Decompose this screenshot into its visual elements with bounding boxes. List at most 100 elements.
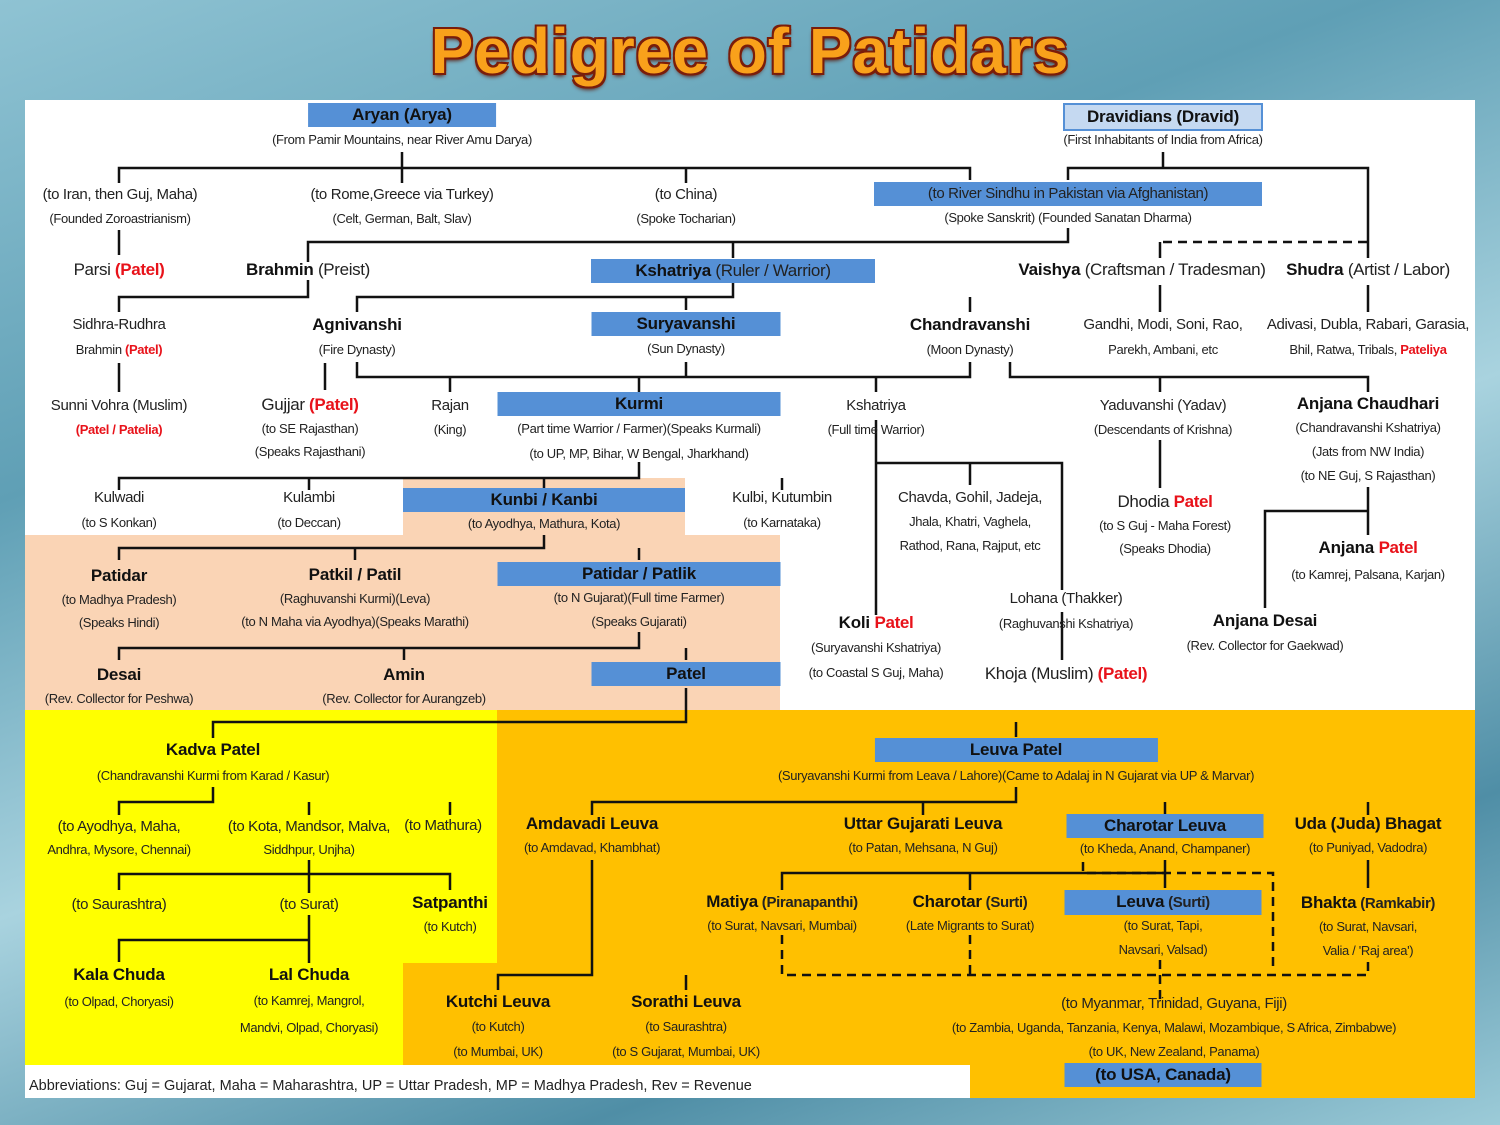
node-detail: (to Saurashtra) [612,1014,760,1039]
node-kulwadi: Kulwadi(to S Konkan) [82,486,157,536]
node-satpanthi: Satpanthi(to Kutch) [412,891,488,939]
node-text: (to Madhya Pradesh) [61,592,177,607]
node-detail: Jhala, Khatri, Vaghela, [898,510,1042,534]
node-detail: (to Kutch) [412,915,488,939]
node-detail: Valia / 'Raj area') [1301,939,1435,963]
node-title: Anjana Desai [1187,609,1344,633]
node-detail: (Part time Warrior / Farmer)(Speaks Kurm… [498,416,781,441]
node-detail: Brahmin (Patel) [72,337,165,362]
node-detail: (to Kamrej, Mangrol, [240,987,378,1014]
node-title: Shudra (Artist / Labor) [1286,258,1450,282]
node-text: Navsari, Valsad) [1118,942,1208,957]
node-text: (Chandravanshi Kurmi from Karad / Kasur) [96,768,330,783]
node-usa-canada: (to USA, Canada) [1064,1063,1262,1087]
node-patidar: Patidar(to Madhya Pradesh)(Speaks Hindi) [62,564,177,634]
node-kutchi-leuva: Kutchi Leuva (to Kutch) (to Mumbai, UK) [445,990,551,1064]
patel-label: (Patel) [1097,664,1148,683]
node-detail: (to Kutch) [446,1014,550,1039]
node-text: Dhodia [1117,492,1174,511]
node-text: Anjana Desai [1212,611,1318,630]
node-detail: (Full time Warrior) [828,418,925,442]
node-title: Adivasi, Dubla, Rabari, Garasia, [1267,313,1470,337]
node-title: Dravidians (Dravid) [1063,103,1263,131]
node-iran: (to Iran, then Guj, Maha)(Founded Zoroas… [43,183,198,230]
node-suryavanshi: Suryavanshi(Sun Dynasty) [591,312,781,362]
node-text: (Surti) [981,894,1028,911]
node-text: (to Zambia, Uganda, Tanzania, Kenya, Mal… [951,1020,1397,1035]
page-title: Pedigree of Patidars [430,15,1070,87]
node-title: Kulwadi [82,486,157,510]
node-gujjar: Gujjar (Patel)(to SE Rajasthan)(Speaks R… [255,393,366,463]
node-detail: (Late Migrants to Surat) [905,914,1035,938]
node-title: Brahmin (Preist) [246,258,370,282]
node-dhodia: Dhodia Patel(to S Guj - Maha Forest)(Spe… [1099,490,1231,560]
node-text: Parsi [73,260,115,279]
node-title: Charotar Leuva [1066,814,1264,838]
node-detail: (Founded Zoroastrianism) [43,207,198,230]
node-text: Amdavadi Leuva [525,814,659,833]
node-text: (Rev. Collector for Peshwa) [44,691,194,706]
node-text: (Spoke Tocharian) [636,211,736,226]
node-text: (to Mumbai, UK) [453,1044,543,1059]
node-detail: (From Pamir Mountains, near River Amu Da… [272,127,532,153]
node-title: Kurmi [497,392,781,416]
node-title: (to Mathura) [404,814,482,838]
node-text: Rathod, Rana, Rajput, etc [899,538,1041,553]
node-detail: (to UP, MP, Bihar, W Bengal, Jharkhand) [498,441,781,466]
leuva-region-left [403,963,497,1065]
node-text: Kurmi [614,394,664,413]
node-text: (Chandravanshi Kshatriya) [1295,420,1441,435]
node-text: (Ramkabir) [1356,895,1436,912]
node-charotar-leuva: Charotar Leuva(to Kheda, Anand, Champane… [1066,814,1264,860]
node-text: Kutchi Leuva [445,992,551,1011]
node-text: Patkil / Patil [308,565,402,584]
node-title: Khoja (Muslim) (Patel) [985,662,1148,686]
node-bhakta: Bhakta (Ramkabir)(to Surat, Navsari,Vali… [1301,891,1436,963]
node-title: Lohana (Thakker) [999,587,1133,611]
node-detail: Parekh, Ambani, etc [1083,337,1242,362]
node-uda-bhagat: Uda (Juda) Bhagat(to Puniyad, Vadodra) [1295,812,1442,860]
node-text: (Raghuvanshi Kshatriya) [998,616,1134,631]
node-text: (Spoke Sanskrit) (Founded Sanatan Dharma… [944,210,1192,225]
node-detail: (Speaks Hindi) [62,611,177,634]
node-text: Charotar [912,892,982,911]
node-text: (to Karnataka) [743,515,821,530]
node-overseas: (to Myanmar, Trinidad, Guyana, Fiji)(to … [951,992,1397,1064]
node-charotar-surti: Charotar (Surti) (Late Migrants to Surat) [905,890,1035,938]
node-kurmi: Kurmi (Part time Warrior / Farmer)(Speaks… [497,392,781,466]
node-vaishya-castes: Gandhi, Modi, Soni, Rao,Parekh, Ambani, … [1083,313,1243,362]
node-text: (to UP, MP, Bihar, W Bengal, Jharkhand) [529,446,749,461]
node-detail: (to Surat, Navsari, Mumbai) [706,914,857,938]
highlight-box: Dravidians (Dravid) [1063,103,1263,131]
node-text: (Late Migrants to Surat) [905,918,1035,933]
node-title: Anjana Patel [1291,536,1445,560]
node-text: Matiya [706,892,758,911]
node-title: Sorathi Leuva [612,990,760,1014]
node-title: Kutchi Leuva [445,990,551,1014]
node-text: Charotar Leuva [1104,816,1226,835]
node-text: (to Surat) [279,896,339,913]
node-title: Kshatriya (Ruler / Warrior) [591,259,875,283]
node-title: (to River Sindhu in Pakistan via Afghani… [874,182,1262,206]
node-text: (to Rome,Greece via Turkey) [310,186,494,203]
node-text: (Preist) [313,260,370,279]
highlight-box: Patidar / Patlik [497,562,781,586]
node-text: (to Surat, Navsari, Mumbai) [707,918,857,933]
node-text: Gujjar [261,395,310,414]
highlight-box: (to USA, Canada) [1064,1063,1262,1087]
node-title: (to Surat) [279,893,338,917]
node-kadva-mathura: (to Mathura) [404,814,482,838]
node-text: (to USA, Canada) [1095,1065,1231,1084]
patel-label: Patel [1173,492,1213,511]
node-text: Sunni Vohra (Muslim) [50,397,188,414]
node-title: Patidar / Patlik [497,562,781,586]
node-title: Aryan (Arya) [272,103,532,127]
patel-label: Patel [1378,538,1418,557]
node-text: (Moon Dynasty) [926,342,1014,357]
node-text: (to Kota, Mandsor, Malva, [227,818,391,835]
node-text: (to Saurashtra) [71,896,167,913]
node-detail: (to S Guj - Maha Forest) [1099,514,1231,537]
node-china: (to China)(Spoke Tocharian) [636,183,736,230]
node-detail: (to Madhya Pradesh) [62,588,177,611]
